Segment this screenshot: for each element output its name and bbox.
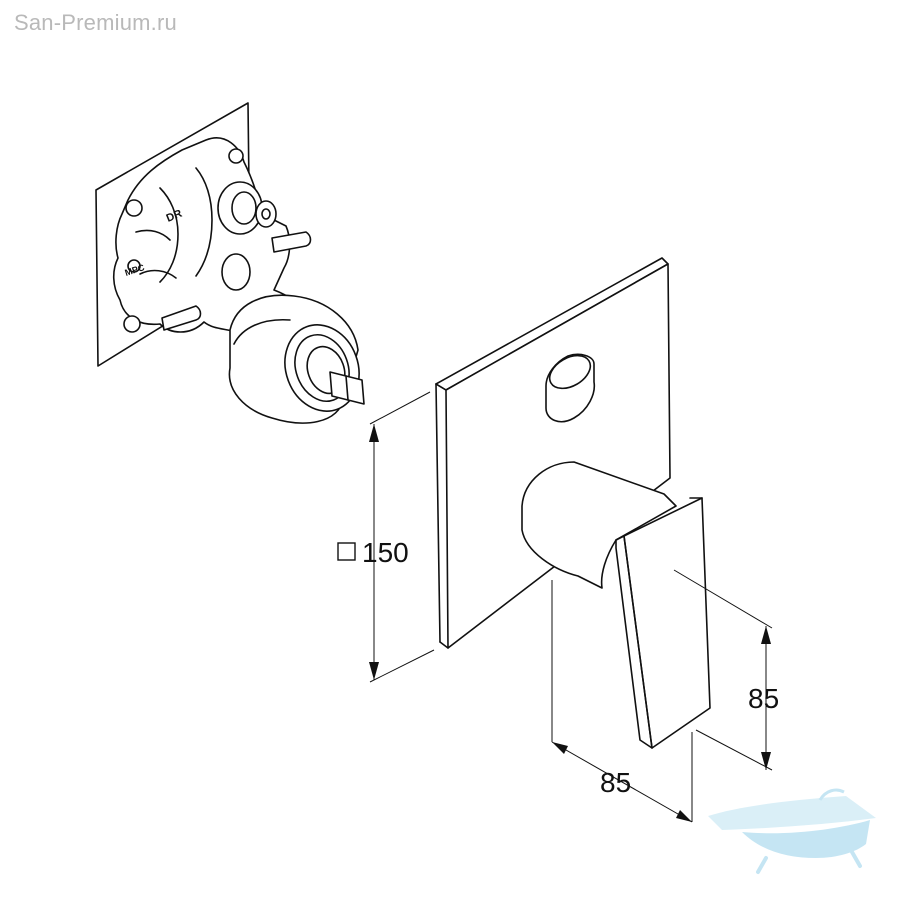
watermark-text: San-Premium.ru (14, 10, 177, 35)
dimension-depth (551, 580, 693, 823)
cover-plate (435, 257, 671, 649)
bathtub-logo-icon (708, 788, 876, 874)
dimension-plate (369, 391, 435, 683)
svg-text:DR: DR (165, 208, 184, 225)
plate-size-label: 150 (362, 537, 409, 568)
square-symbol-icon (337, 542, 356, 561)
lever-height-label: 85 (748, 683, 779, 714)
dimension-height (673, 569, 773, 771)
concealed-mixer-body: DR MPC (95, 102, 365, 424)
lever-handle (521, 461, 711, 749)
lever-depth-label: 85 (600, 767, 631, 798)
